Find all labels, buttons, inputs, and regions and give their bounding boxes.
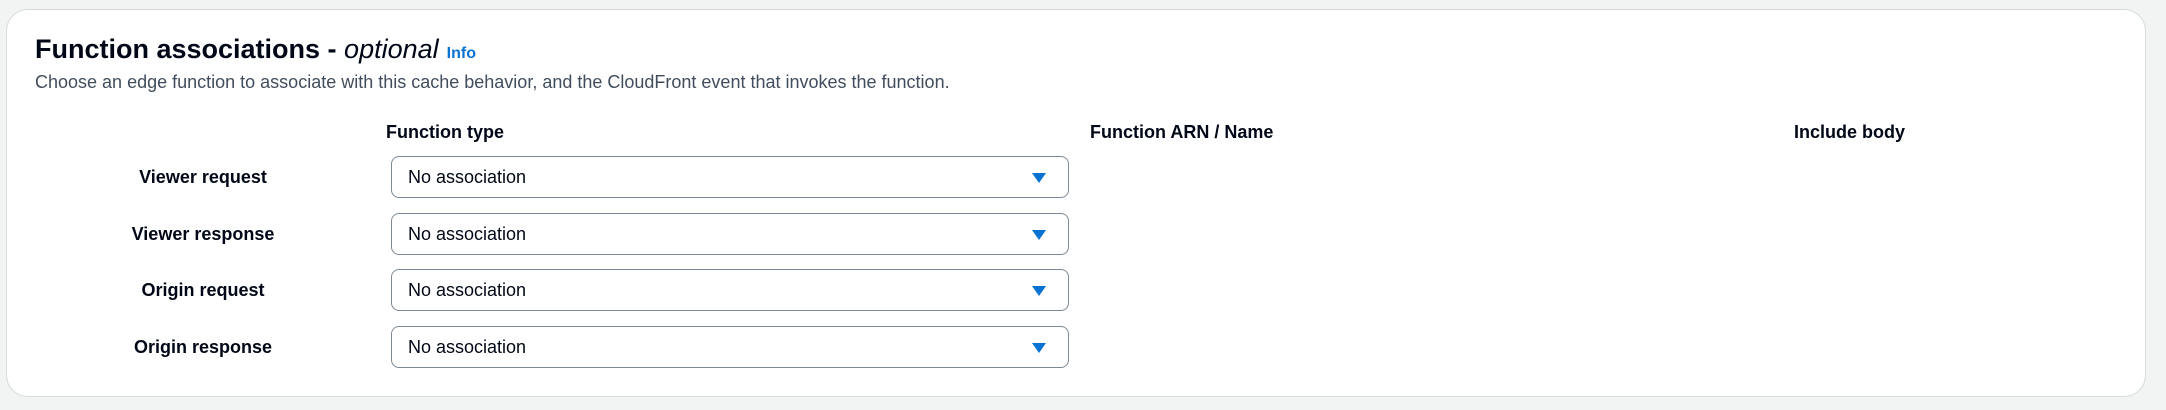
column-header-function-arn: Function ARN / Name — [1090, 122, 1274, 142]
caret-down-icon — [1032, 173, 1046, 183]
origin-response-function-type-select[interactable]: No association — [391, 326, 1069, 368]
row-label-origin-request: Origin request — [141, 280, 265, 300]
viewer-request-function-type-select[interactable]: No association — [391, 156, 1069, 198]
select-value: No association — [408, 279, 527, 300]
section-description: Choose an edge function to associate wit… — [35, 72, 950, 92]
row-label-viewer-request: Viewer request — [139, 167, 267, 187]
title-optional: optional — [344, 34, 439, 64]
column-header-function-type: Function type — [386, 122, 504, 142]
row-label-origin-response: Origin response — [133, 337, 273, 357]
title-separator: - — [320, 34, 345, 64]
section-header: Function associations - optional Info Ch… — [35, 34, 950, 93]
row-label-viewer-response: Viewer response — [131, 224, 275, 244]
select-value: No association — [408, 223, 527, 244]
info-link[interactable]: Info — [446, 45, 476, 62]
origin-request-function-type-select[interactable]: No association — [391, 269, 1069, 311]
title-line: Function associations - optional Info — [35, 34, 950, 65]
caret-down-icon — [1032, 286, 1046, 296]
function-associations-panel: Function associations - optional Info Ch… — [6, 9, 2146, 397]
column-header-include-body: Include body — [1794, 122, 1906, 142]
viewer-response-function-type-select[interactable]: No association — [391, 213, 1069, 255]
section-title-text: Function associations — [35, 34, 321, 64]
caret-down-icon — [1032, 343, 1046, 353]
select-value: No association — [408, 336, 527, 357]
section-title: Function associations - optional — [35, 34, 439, 65]
select-value: No association — [408, 166, 527, 187]
caret-down-icon — [1032, 230, 1046, 240]
